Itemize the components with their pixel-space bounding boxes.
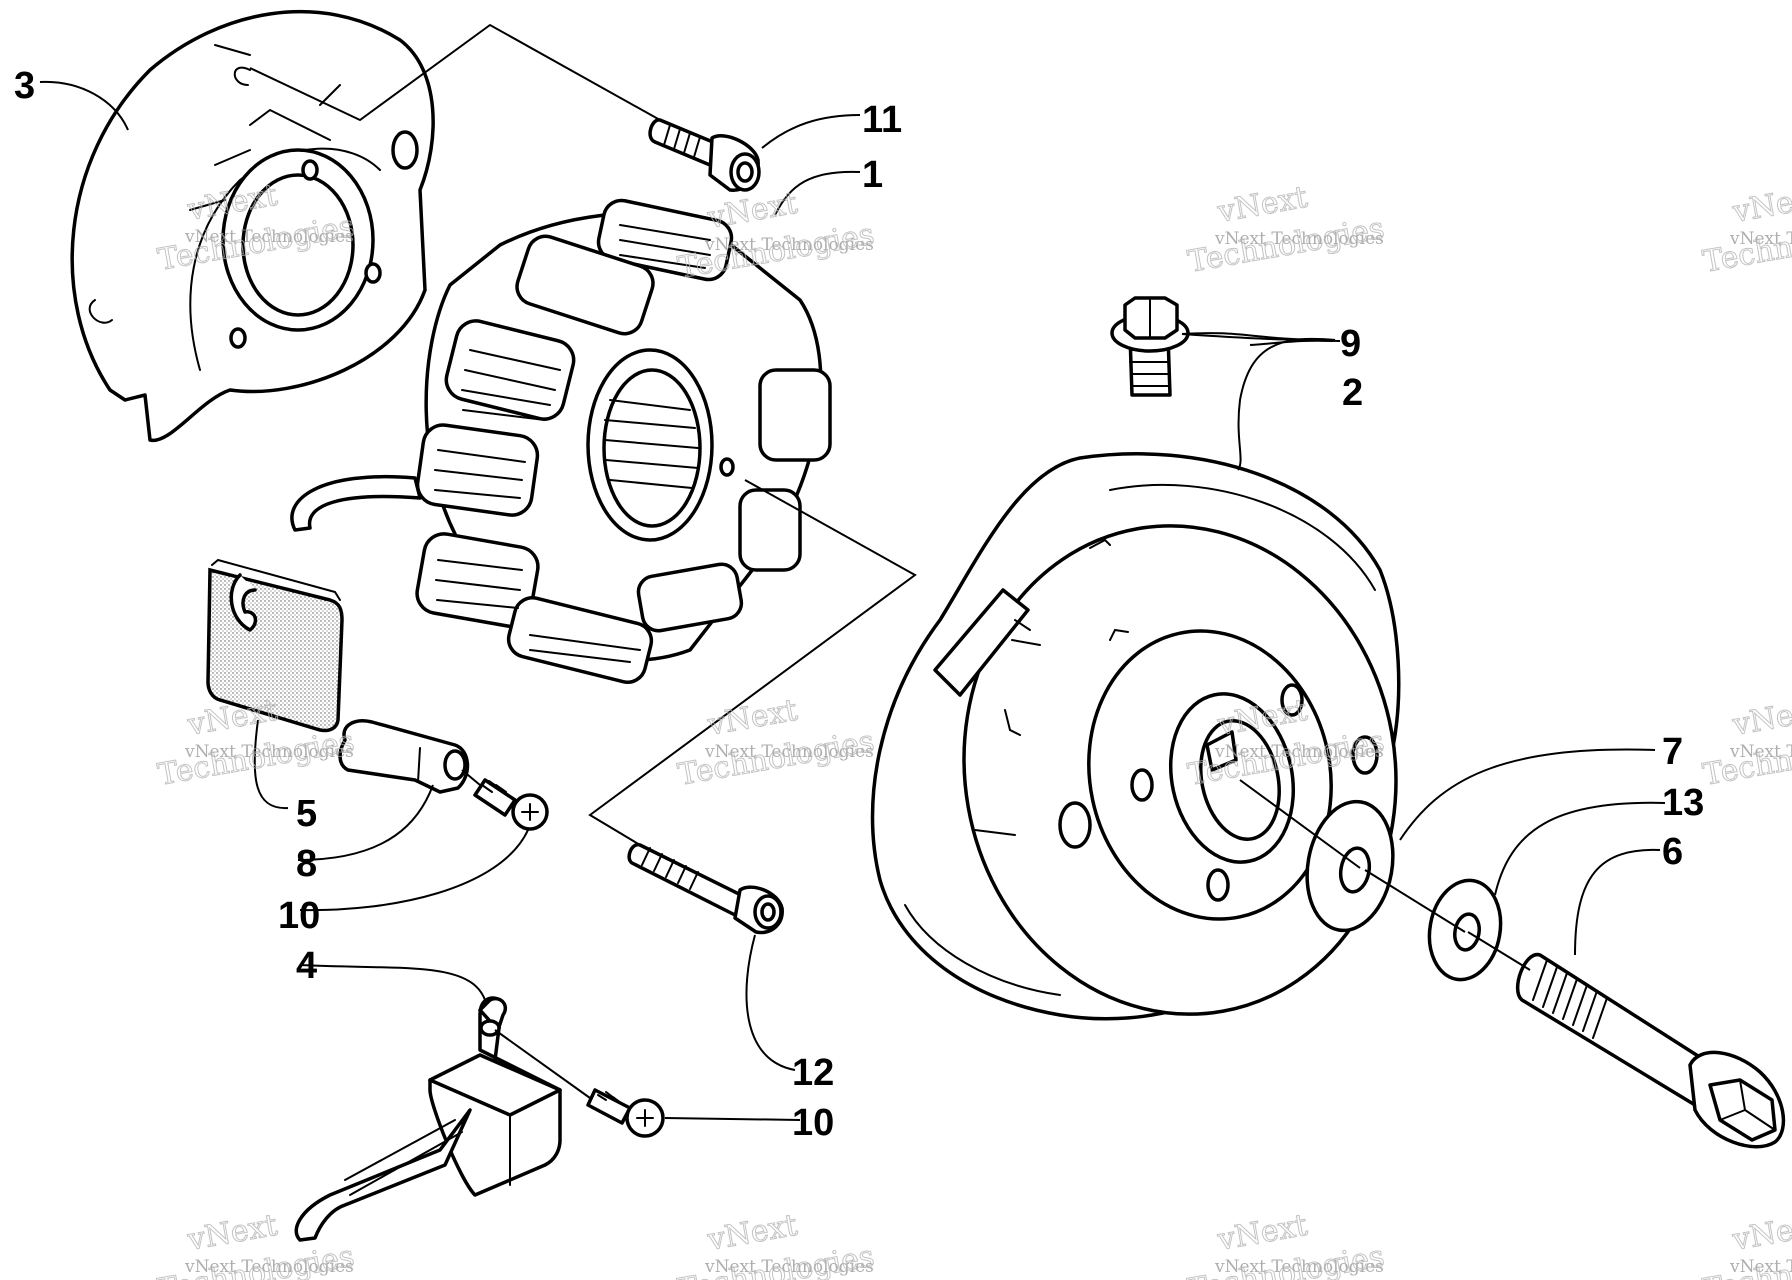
leader-lines [39,23,1666,1121]
svg-text:vNext: vNext [704,186,800,236]
svg-text:vNext Technologies: vNext Technologies [184,742,354,762]
cap-screw-part-11 [648,118,761,192]
svg-text:vNext: vNext [184,693,280,743]
callout-13: 13 [1662,782,1704,824]
watermark: vNext vNext Technologies Technologies [1700,692,1792,793]
svg-text:Technologies: Technologies [1185,211,1387,280]
callout-6: 6 [1662,831,1683,873]
clamp-part-8 [338,719,470,794]
svg-text:vNext Technologies: vNext Technologies [704,235,874,255]
callout-10-upper: 10 [278,895,320,937]
watermark: vNext vNext Technologies Technologies [675,1207,878,1280]
svg-text:vNext: vNext [1729,693,1792,743]
washer-part-13 [1427,878,1503,982]
callout-4: 4 [296,945,317,987]
callout-7: 7 [1662,731,1683,773]
callout-2: 2 [1342,372,1363,414]
watermark: vNext vNext Technologies Technologies [675,185,878,286]
cap-screw-part-12 [627,842,784,935]
washer-part-7 [1305,799,1395,933]
svg-text:vNext Technologies: vNext Technologies [1214,1257,1384,1277]
svg-text:vNext Technologies: vNext Technologies [1729,229,1792,249]
svg-text:vNext: vNext [1214,180,1310,230]
flywheel-bolt-part-6 [1515,953,1786,1149]
svg-text:vNext: vNext [1729,180,1792,230]
svg-text:vNext Technologies: vNext Technologies [704,742,874,762]
svg-text:vNext: vNext [704,693,800,743]
svg-text:vNext: vNext [704,1208,800,1258]
flange-bolt-part-9 [1110,296,1190,397]
callout-8: 8 [296,843,317,885]
svg-text:vNext: vNext [1214,1208,1310,1258]
stator-cover-part-3 [70,9,435,442]
watermark: vNext vNext Technologies Technologies [155,1207,358,1280]
screw-part-10-lower [586,1088,665,1138]
svg-text:vNext Technologies: vNext Technologies [1214,229,1384,249]
watermark: vNext vNext Technologies Technologies [1185,179,1388,280]
watermark: vNext vNext Technologies Technologies [1700,1207,1792,1280]
svg-text:vNext Technologies: vNext Technologies [1729,742,1792,762]
watermark: vNext vNext Technologies Technologies [675,692,878,793]
svg-text:vNext: vNext [1729,1208,1792,1258]
svg-text:vNext: vNext [184,1208,280,1258]
svg-text:Technologies: Technologies [675,724,877,793]
callout-5: 5 [296,793,317,835]
stator-part-1 [290,198,832,684]
watermark: vNext vNext Technologies Technologies [1700,179,1792,280]
callout-1: 1 [862,154,883,196]
callout-10-lower: 10 [792,1102,834,1144]
callout-labels: 1 2 3 4 5 6 7 8 9 10 10 11 12 13 [14,65,1704,1144]
svg-text:vNext Technologies: vNext Technologies [704,1257,874,1277]
svg-text:vNext Technologies: vNext Technologies [184,1257,354,1277]
svg-text:vNext Technologies: vNext Technologies [1729,1257,1792,1277]
callout-12: 12 [792,1052,834,1094]
screw-part-10-upper [473,778,549,831]
svg-text:vNext Technologies: vNext Technologies [1214,742,1384,762]
callout-11: 11 [862,99,902,141]
pickup-part-5 [206,558,344,733]
watermark: vNext vNext Technologies Technologies [1185,1207,1388,1280]
trigger-coil-part-4 [294,996,562,1242]
callout-3: 3 [14,65,35,107]
svg-text:vNext Technologies: vNext Technologies [184,227,354,247]
flywheel-part-2 [870,452,1401,1021]
callout-9: 9 [1340,323,1361,365]
